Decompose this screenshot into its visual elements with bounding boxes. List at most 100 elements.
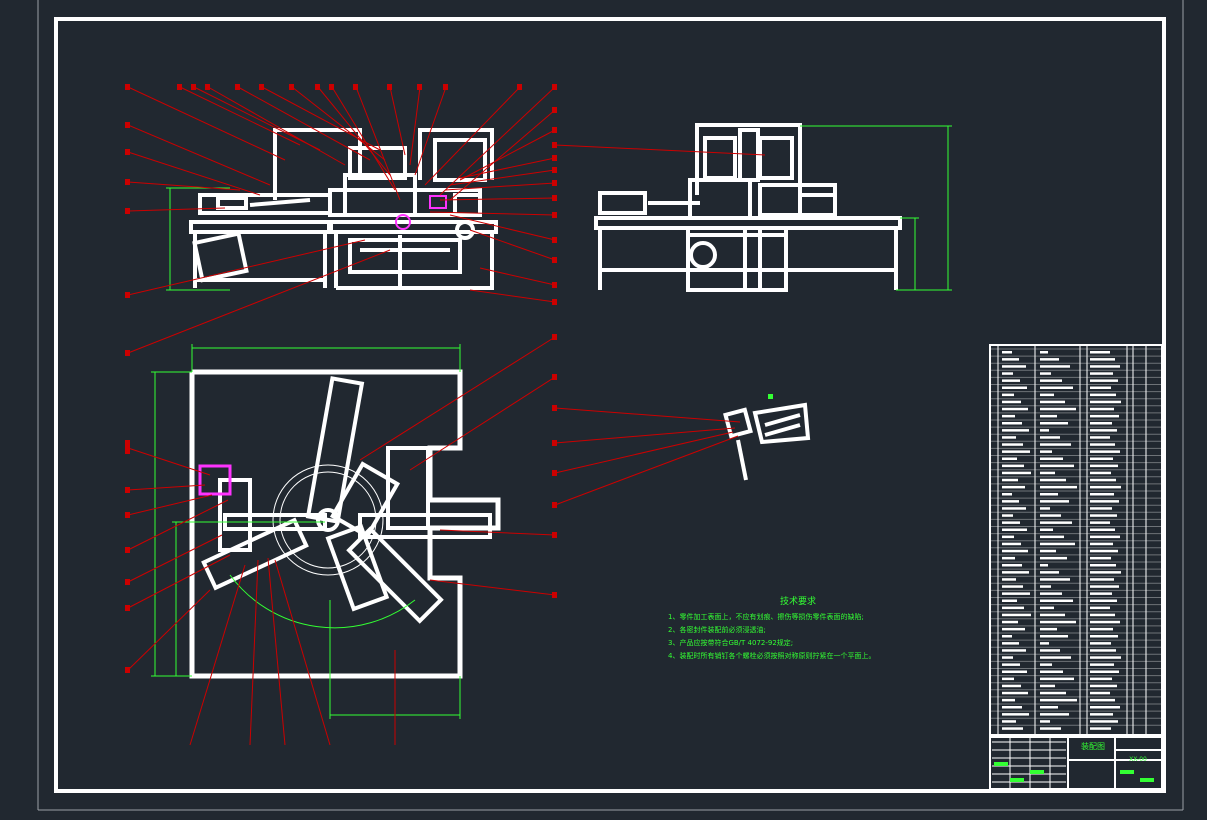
bom-cell-mark	[1040, 549, 1056, 553]
title-block-mark	[994, 762, 1008, 766]
bom-cell-mark	[1090, 414, 1119, 418]
bom-cell-mark	[1040, 407, 1076, 411]
bom-cell-mark	[1090, 528, 1115, 531]
technical-requirements-title: 技术要求	[779, 597, 816, 607]
bom-cell-mark	[1040, 564, 1048, 567]
title-block-mark	[1140, 778, 1154, 782]
bom-cell-mark	[1040, 436, 1060, 439]
title-block-mark	[1030, 770, 1044, 774]
bom-cell-mark	[1090, 627, 1113, 631]
bom-cell-mark	[1040, 585, 1051, 588]
bom-cell-mark	[1002, 642, 1019, 645]
bom-cell-mark	[1090, 535, 1120, 539]
drawing-title: 装配图	[1081, 742, 1105, 751]
bom-cell-mark	[1090, 684, 1117, 688]
bom-cell-mark	[1002, 670, 1027, 673]
bom-cell-mark	[1002, 521, 1020, 524]
bom-cell-mark	[1090, 436, 1110, 439]
bom-cell-mark	[1040, 429, 1049, 432]
bom-cell-mark	[1040, 691, 1066, 695]
bom-cell-mark	[1090, 642, 1111, 645]
bom-cell-mark	[1090, 620, 1120, 624]
bom-cell-mark	[1090, 386, 1111, 389]
detail-view	[723, 402, 811, 481]
bom-cell-mark	[1002, 464, 1024, 468]
bom-cell-mark	[1090, 514, 1117, 517]
bom-cell-mark	[1002, 571, 1029, 574]
bom-cell-mark	[1002, 471, 1031, 475]
bom-cell-mark	[1090, 677, 1112, 681]
plan-view-green-dims	[151, 344, 461, 719]
bom-cell-mark	[1040, 478, 1066, 482]
bom-cell-mark	[1090, 606, 1110, 610]
bom-cell-mark	[1090, 698, 1115, 702]
leader-tags	[125, 84, 557, 673]
bom-cell-mark	[1090, 478, 1116, 482]
bom-cell-mark	[1040, 706, 1058, 709]
bom-cell-mark	[1040, 620, 1076, 624]
bom-cell-mark	[1040, 578, 1070, 581]
bom-cell-mark	[1040, 386, 1073, 389]
bom-cell-mark	[1040, 592, 1062, 595]
bom-cell-mark	[1002, 635, 1012, 638]
side-view-leader	[554, 144, 766, 156]
bom-cell-mark	[1002, 358, 1019, 361]
bom-cell-mark	[1090, 727, 1111, 730]
bom-cell-mark	[1002, 713, 1029, 716]
bom-cell-mark	[1002, 698, 1015, 702]
bom-cell-mark	[1090, 549, 1118, 553]
bom-cell-mark	[1090, 450, 1120, 453]
bom-cell-mark	[1040, 507, 1050, 510]
front-view	[189, 128, 498, 290]
bom-cell-mark	[1040, 414, 1057, 418]
bom-cell-mark	[1002, 351, 1012, 354]
bom-cell-mark	[1002, 592, 1030, 595]
bom-cell-mark	[1040, 571, 1059, 574]
bom-cell-mark	[1002, 450, 1030, 453]
bom-cell-mark	[1040, 400, 1065, 404]
bom-cell-mark	[1040, 698, 1077, 702]
bom-cell-mark	[1002, 386, 1027, 389]
bom-cell-mark	[1002, 656, 1013, 659]
bom-cell-mark	[1040, 493, 1058, 496]
bom-cell-mark	[1002, 556, 1015, 560]
bom-cell-mark	[1002, 379, 1020, 382]
bom-cell-mark	[1040, 684, 1055, 688]
bom-cell-mark	[1002, 443, 1023, 446]
front-view-dimension	[166, 187, 230, 291]
bom-cell-mark	[1002, 578, 1016, 581]
leader-lines	[127, 86, 741, 746]
bom-cell-mark	[1090, 407, 1114, 411]
bom-cell-mark	[1040, 663, 1052, 666]
bom-cell-mark	[1040, 713, 1069, 716]
bom-cell-mark	[1040, 635, 1068, 638]
bom-cell-mark	[1090, 691, 1110, 695]
technical-requirements: 技术要求 1、零件加工表面上，不应有划痕、擦伤等损伤零件表面的缺陷; 2、各密封…	[668, 596, 928, 663]
bom-cell-mark	[1002, 493, 1012, 496]
bom-cell-mark	[1090, 471, 1111, 475]
bom-cell-mark	[1002, 393, 1014, 397]
bom-cell-mark	[1002, 549, 1028, 553]
bom-cell-mark	[1002, 457, 1017, 460]
bom-cell-mark	[1090, 713, 1113, 716]
bom-cell-mark	[1090, 400, 1121, 404]
bom-cell-mark	[1040, 379, 1062, 382]
bom-cell-mark	[1040, 443, 1071, 446]
bom-cell-mark	[1040, 422, 1068, 425]
bom-cell-mark	[1002, 414, 1015, 418]
bom-cell-mark	[1090, 564, 1116, 567]
bom-cell-mark	[1090, 464, 1118, 468]
bom-cell-mark	[1040, 670, 1063, 673]
bom-cell-mark	[1002, 514, 1013, 517]
bom-cell-mark	[1002, 677, 1014, 681]
bom-cell-mark	[1002, 564, 1022, 567]
bom-cell-mark	[1090, 493, 1114, 496]
bom-cell-mark	[1040, 535, 1064, 539]
front-view-cylinder-marker	[429, 195, 447, 209]
bom-cell-mark	[1090, 457, 1113, 460]
bom-cell-mark	[1002, 599, 1017, 602]
bom-cell-mark	[1040, 656, 1071, 659]
bom-cell-mark	[1002, 500, 1019, 503]
bom-cell-mark	[1090, 656, 1121, 659]
